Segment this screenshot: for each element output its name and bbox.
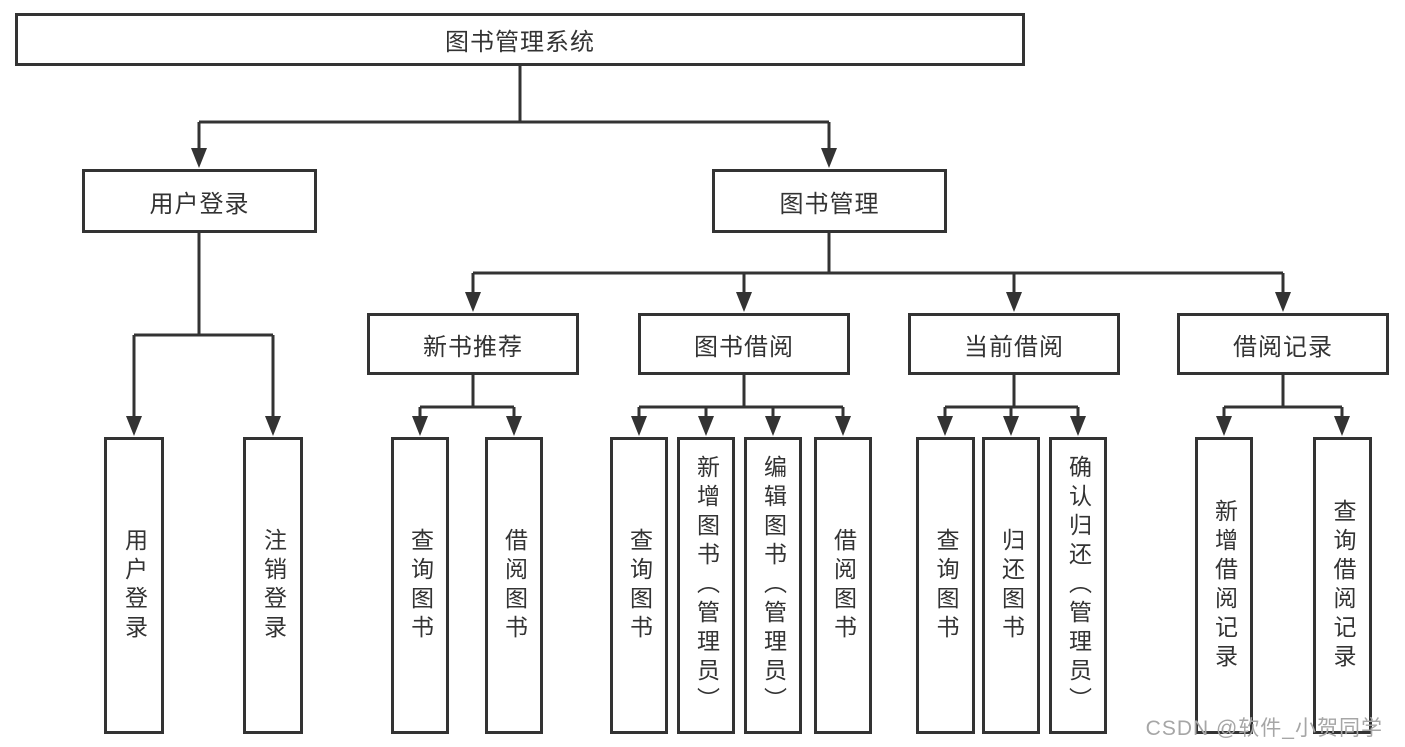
node-logout-leaf: 注销登录 [243, 437, 303, 734]
node-query-borrow-record: 查询借阅记录 [1313, 437, 1372, 734]
node-new-book-recommend: 新书推荐 [367, 313, 579, 375]
csdn-watermark: CSDN @软件_小贺同学 [1145, 717, 1383, 740]
node-recommend-borrow-books: 借阅图书 [485, 437, 543, 734]
node-add-books-admin: 新增图书（管理员） [677, 437, 735, 734]
node-borrowing-records: 借阅记录 [1177, 313, 1389, 375]
node-edit-books-admin: 编辑图书（管理员） [744, 437, 802, 734]
node-current-borrowing: 当前借阅 [908, 313, 1120, 375]
node-user-login-leaf: 用户登录 [104, 437, 164, 734]
node-recommend-query-books: 查询图书 [391, 437, 449, 734]
node-return-books: 归还图书 [982, 437, 1040, 734]
node-book-borrowing: 图书借阅 [638, 313, 850, 375]
node-book-management: 图书管理 [712, 169, 947, 233]
node-current-query-books: 查询图书 [916, 437, 975, 734]
node-user-login: 用户登录 [82, 169, 317, 233]
node-add-borrow-record: 新增借阅记录 [1195, 437, 1253, 734]
node-confirm-return-admin: 确认归还（管理员） [1049, 437, 1107, 734]
node-library-management-system: 图书管理系统 [15, 13, 1025, 66]
node-borrowing-borrow-books: 借阅图书 [814, 437, 872, 734]
node-borrowing-query-books: 查询图书 [610, 437, 668, 734]
arrowhead-icons [126, 148, 1350, 436]
